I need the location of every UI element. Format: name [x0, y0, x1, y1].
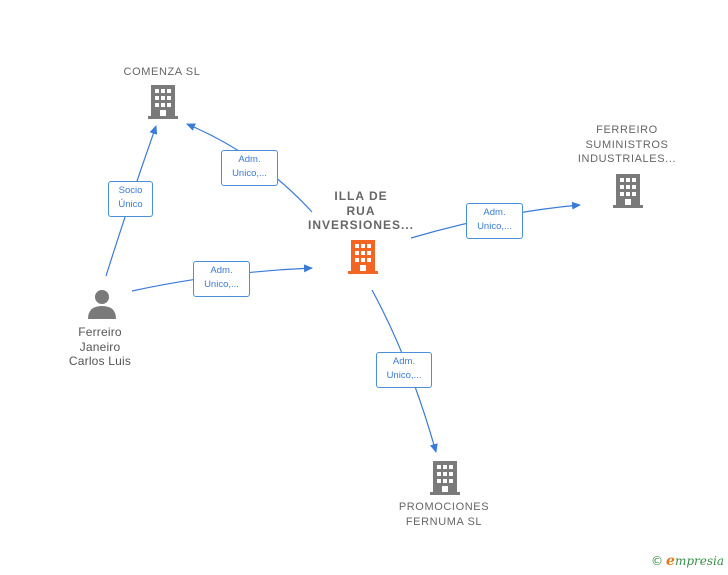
building-icon[interactable] [613, 174, 643, 208]
illa-line3: INVERSIONES... [307, 218, 415, 232]
ferreiro-line1: FERREIRO [596, 124, 658, 136]
edge-label-line2: Unico,... [204, 279, 239, 290]
illa-line2: RUA [346, 203, 376, 218]
ferreiro-suministros-label: FERREIRO SUMINISTROS INDUSTRIALES... [578, 123, 676, 167]
person-label: Ferreiro Janeiro Carlos Luis [69, 325, 131, 369]
person-icon[interactable] [87, 289, 117, 319]
edge-label-line2: Unico,... [232, 168, 267, 179]
edge-label-socio-line2: Único [118, 199, 143, 210]
edge-label-line2: Unico,... [386, 370, 422, 381]
person-line3: Carlos Luis [68, 354, 132, 368]
building-icon[interactable] [148, 85, 178, 119]
person-line2: Janeiro [79, 339, 121, 354]
edge-label-adm-comenza[interactable]: Adm. Unico,... [221, 150, 278, 186]
person-line1: Ferreiro [78, 325, 122, 339]
brand-name: mpresia [674, 554, 724, 568]
comenza-label: COMENZA SL [123, 66, 201, 78]
edge-label-line1: Adm. [483, 207, 506, 218]
promociones-line1: PROMOCIONES [398, 501, 490, 513]
edge-label-socio-line1: Socio [118, 185, 143, 196]
illa-line1: ILLA DE [334, 189, 388, 203]
brand-initial: e [666, 553, 675, 569]
edge-label-line1: Adm. [238, 154, 261, 165]
illa-label: ILLA DE RUA INVERSIONES... [308, 189, 414, 233]
edge-label-line1: Adm. [210, 265, 233, 276]
edge-label-adm-promo[interactable]: Adm. Unico,... [376, 352, 432, 388]
building-icon-main[interactable] [347, 240, 379, 274]
edge-label-line1: Adm. [392, 356, 416, 367]
ferreiro-line2: SUMINISTROS [585, 138, 669, 151]
copyright-icon: © [651, 554, 664, 568]
building-icon[interactable] [430, 461, 460, 495]
edge-label-adm-ferreiro[interactable]: Adm. Unico,... [466, 203, 523, 239]
promociones-label: PROMOCIONES FERNUMA SL [399, 500, 489, 529]
edge-label-line2: Unico,... [477, 221, 512, 232]
copyright-brand[interactable]: ©empresia [651, 553, 724, 569]
edge-label-socio[interactable]: Socio Único [108, 181, 153, 217]
edge-label-adm-person[interactable]: Adm. Unico,... [193, 261, 250, 297]
promociones-line2: FERNUMA SL [405, 515, 483, 528]
ferreiro-line3: INDUSTRIALES... [577, 153, 677, 165]
